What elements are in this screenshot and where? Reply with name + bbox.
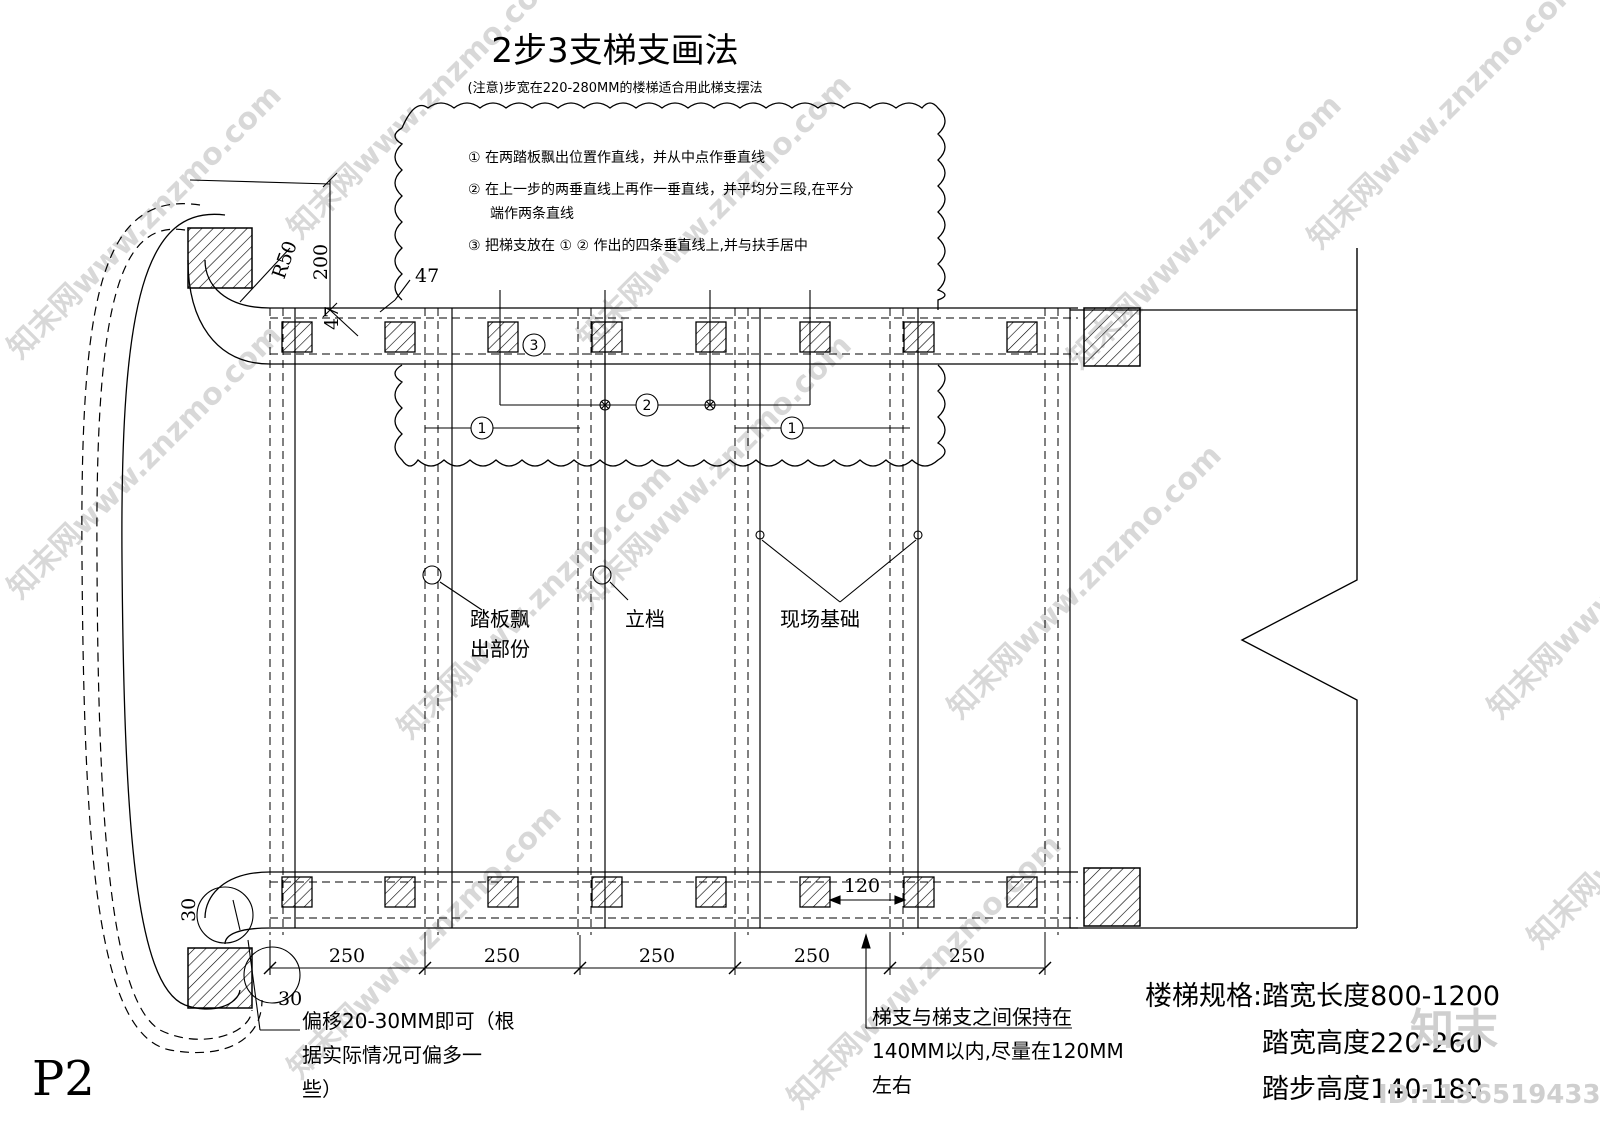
top-handrail bbox=[270, 307, 1078, 365]
dim-250-4: 250 bbox=[794, 945, 830, 967]
spacing-leader bbox=[861, 933, 1072, 1029]
watermark-12: 知末网www.znzmo.com bbox=[1521, 668, 1600, 956]
top-left-dimensions bbox=[239, 172, 411, 337]
watermark-4: 知末网www.znzmo.com bbox=[571, 68, 859, 356]
brand-id: ID:1136519433 bbox=[1378, 1080, 1600, 1110]
dim-height: 200 bbox=[310, 244, 332, 280]
baluster-top-7 bbox=[903, 321, 935, 353]
marker-2: 2 bbox=[643, 398, 652, 414]
dim-radius: R50 bbox=[268, 238, 302, 282]
brand-logo: 知末 bbox=[1410, 1005, 1498, 1056]
label-tread-overhang-2: 出部份 bbox=[470, 637, 530, 661]
offset-note-2: 据实际情况可偏多一 bbox=[302, 1043, 482, 1067]
baluster-top-3 bbox=[487, 321, 519, 353]
dim-offset: 47 bbox=[415, 265, 439, 287]
watermark-11: 知末网www.znzmo.com bbox=[781, 828, 1069, 1116]
newel-post-top-left bbox=[187, 227, 253, 289]
baluster-bottom-2 bbox=[384, 876, 416, 908]
label-tread-overhang-1: 踏板飘 bbox=[470, 607, 530, 631]
marker-1-left: 1 bbox=[478, 421, 487, 437]
spec-line-2: 踏宽高度220-260 bbox=[1262, 1028, 1483, 1059]
baluster-bottom-8 bbox=[1006, 876, 1038, 908]
dim-250-3: 250 bbox=[639, 945, 675, 967]
page-label: P2 bbox=[32, 1051, 95, 1107]
watermark-5: 知末网www.znzmo.com bbox=[571, 328, 859, 616]
spec-line-3: 踏步高度140-180 bbox=[1262, 1074, 1483, 1105]
dimension-chain bbox=[269, 940, 1045, 975]
dim-gap: 120 bbox=[844, 875, 880, 897]
offset-note-3: 些） bbox=[302, 1077, 342, 1101]
dim-250-2: 250 bbox=[484, 945, 520, 967]
marker-circles bbox=[470, 333, 804, 440]
marker-3: 3 bbox=[530, 338, 539, 354]
spacing-note-1: 梯支与梯支之间保持在 bbox=[872, 1005, 1072, 1029]
baluster-bottom-4 bbox=[591, 876, 623, 908]
note-2b: 端作两条直线 bbox=[490, 205, 574, 222]
newel-post-top-right bbox=[1083, 307, 1141, 367]
note-2: ② 在上一步的两垂直线上再作一垂直线，并平均分三段,在平分 bbox=[468, 181, 853, 198]
corner-detail bbox=[196, 886, 301, 1031]
dim-250-1: 250 bbox=[329, 945, 365, 967]
note-3: ③ 把梯支放在 ① ② 作出的四条垂直线上,并与扶手居中 bbox=[468, 237, 808, 254]
dim-corner-b: 30 bbox=[278, 988, 302, 1010]
dimension-ticks bbox=[263, 935, 1052, 975]
page-title: 2步3支梯支画法 bbox=[491, 31, 738, 71]
watermark-1: 知末网www.znzmo.com bbox=[1, 78, 289, 366]
dim-offset-side: 47 bbox=[321, 306, 343, 330]
newel-post-bottom-right bbox=[1083, 867, 1141, 927]
baluster-bottom-5 bbox=[695, 876, 727, 908]
baluster-top-5 bbox=[695, 321, 727, 353]
baluster-bottom-3 bbox=[487, 876, 519, 908]
dim-corner-a: 30 bbox=[178, 898, 200, 922]
spec-line-1: 楼梯规格:踏宽长度800-1200 bbox=[1145, 981, 1500, 1012]
dim-250-5: 250 bbox=[949, 945, 985, 967]
newel-post-bottom-left bbox=[187, 947, 253, 1009]
callout-leaders bbox=[422, 530, 923, 611]
note-cloud bbox=[394, 102, 946, 467]
watermark-3: 知末网www.znzmo.com bbox=[391, 458, 679, 746]
note-1: ① 在两踏板飘出位置作直线，并从中点作垂直线 bbox=[468, 149, 765, 166]
spacing-note-3: 左右 bbox=[872, 1073, 912, 1097]
baluster-bottom-1 bbox=[281, 876, 313, 908]
watermark-6: 知末网www.znzmo.com bbox=[941, 438, 1229, 726]
wall-outline bbox=[1240, 248, 1358, 928]
baluster-bottom-7 bbox=[903, 876, 935, 908]
dim-tick-1 bbox=[263, 961, 277, 975]
page-subtitle: (注意)步宽在220-280MM的楼梯适合用此梯支摆法 bbox=[468, 80, 763, 96]
baluster-top-1 bbox=[281, 321, 313, 353]
baluster-top-6 bbox=[799, 321, 831, 353]
gap-dimension bbox=[828, 895, 907, 905]
watermark-9: 知末网www.znzmo.com bbox=[1481, 438, 1600, 726]
stringer-lines bbox=[269, 308, 1071, 935]
baluster-top-2 bbox=[384, 321, 416, 353]
offset-note-1: 偏移20-30MM即可（根 bbox=[302, 1009, 515, 1033]
baluster-bottom-6 bbox=[799, 876, 831, 908]
spacing-note-2: 140MM以内,尽量在120MM bbox=[872, 1039, 1124, 1063]
baluster-top-8 bbox=[1006, 321, 1038, 353]
watermark-8: 知末网www.znzmo.com bbox=[1301, 0, 1589, 256]
label-baluster: 立档 bbox=[625, 607, 665, 631]
marker-1-right: 1 bbox=[788, 421, 797, 437]
construction-lines bbox=[425, 290, 910, 460]
baluster-group bbox=[281, 321, 1038, 908]
construction-markers bbox=[599, 399, 716, 411]
label-site-foundation: 现场基础 bbox=[780, 607, 860, 631]
baluster-top-4 bbox=[591, 321, 623, 353]
